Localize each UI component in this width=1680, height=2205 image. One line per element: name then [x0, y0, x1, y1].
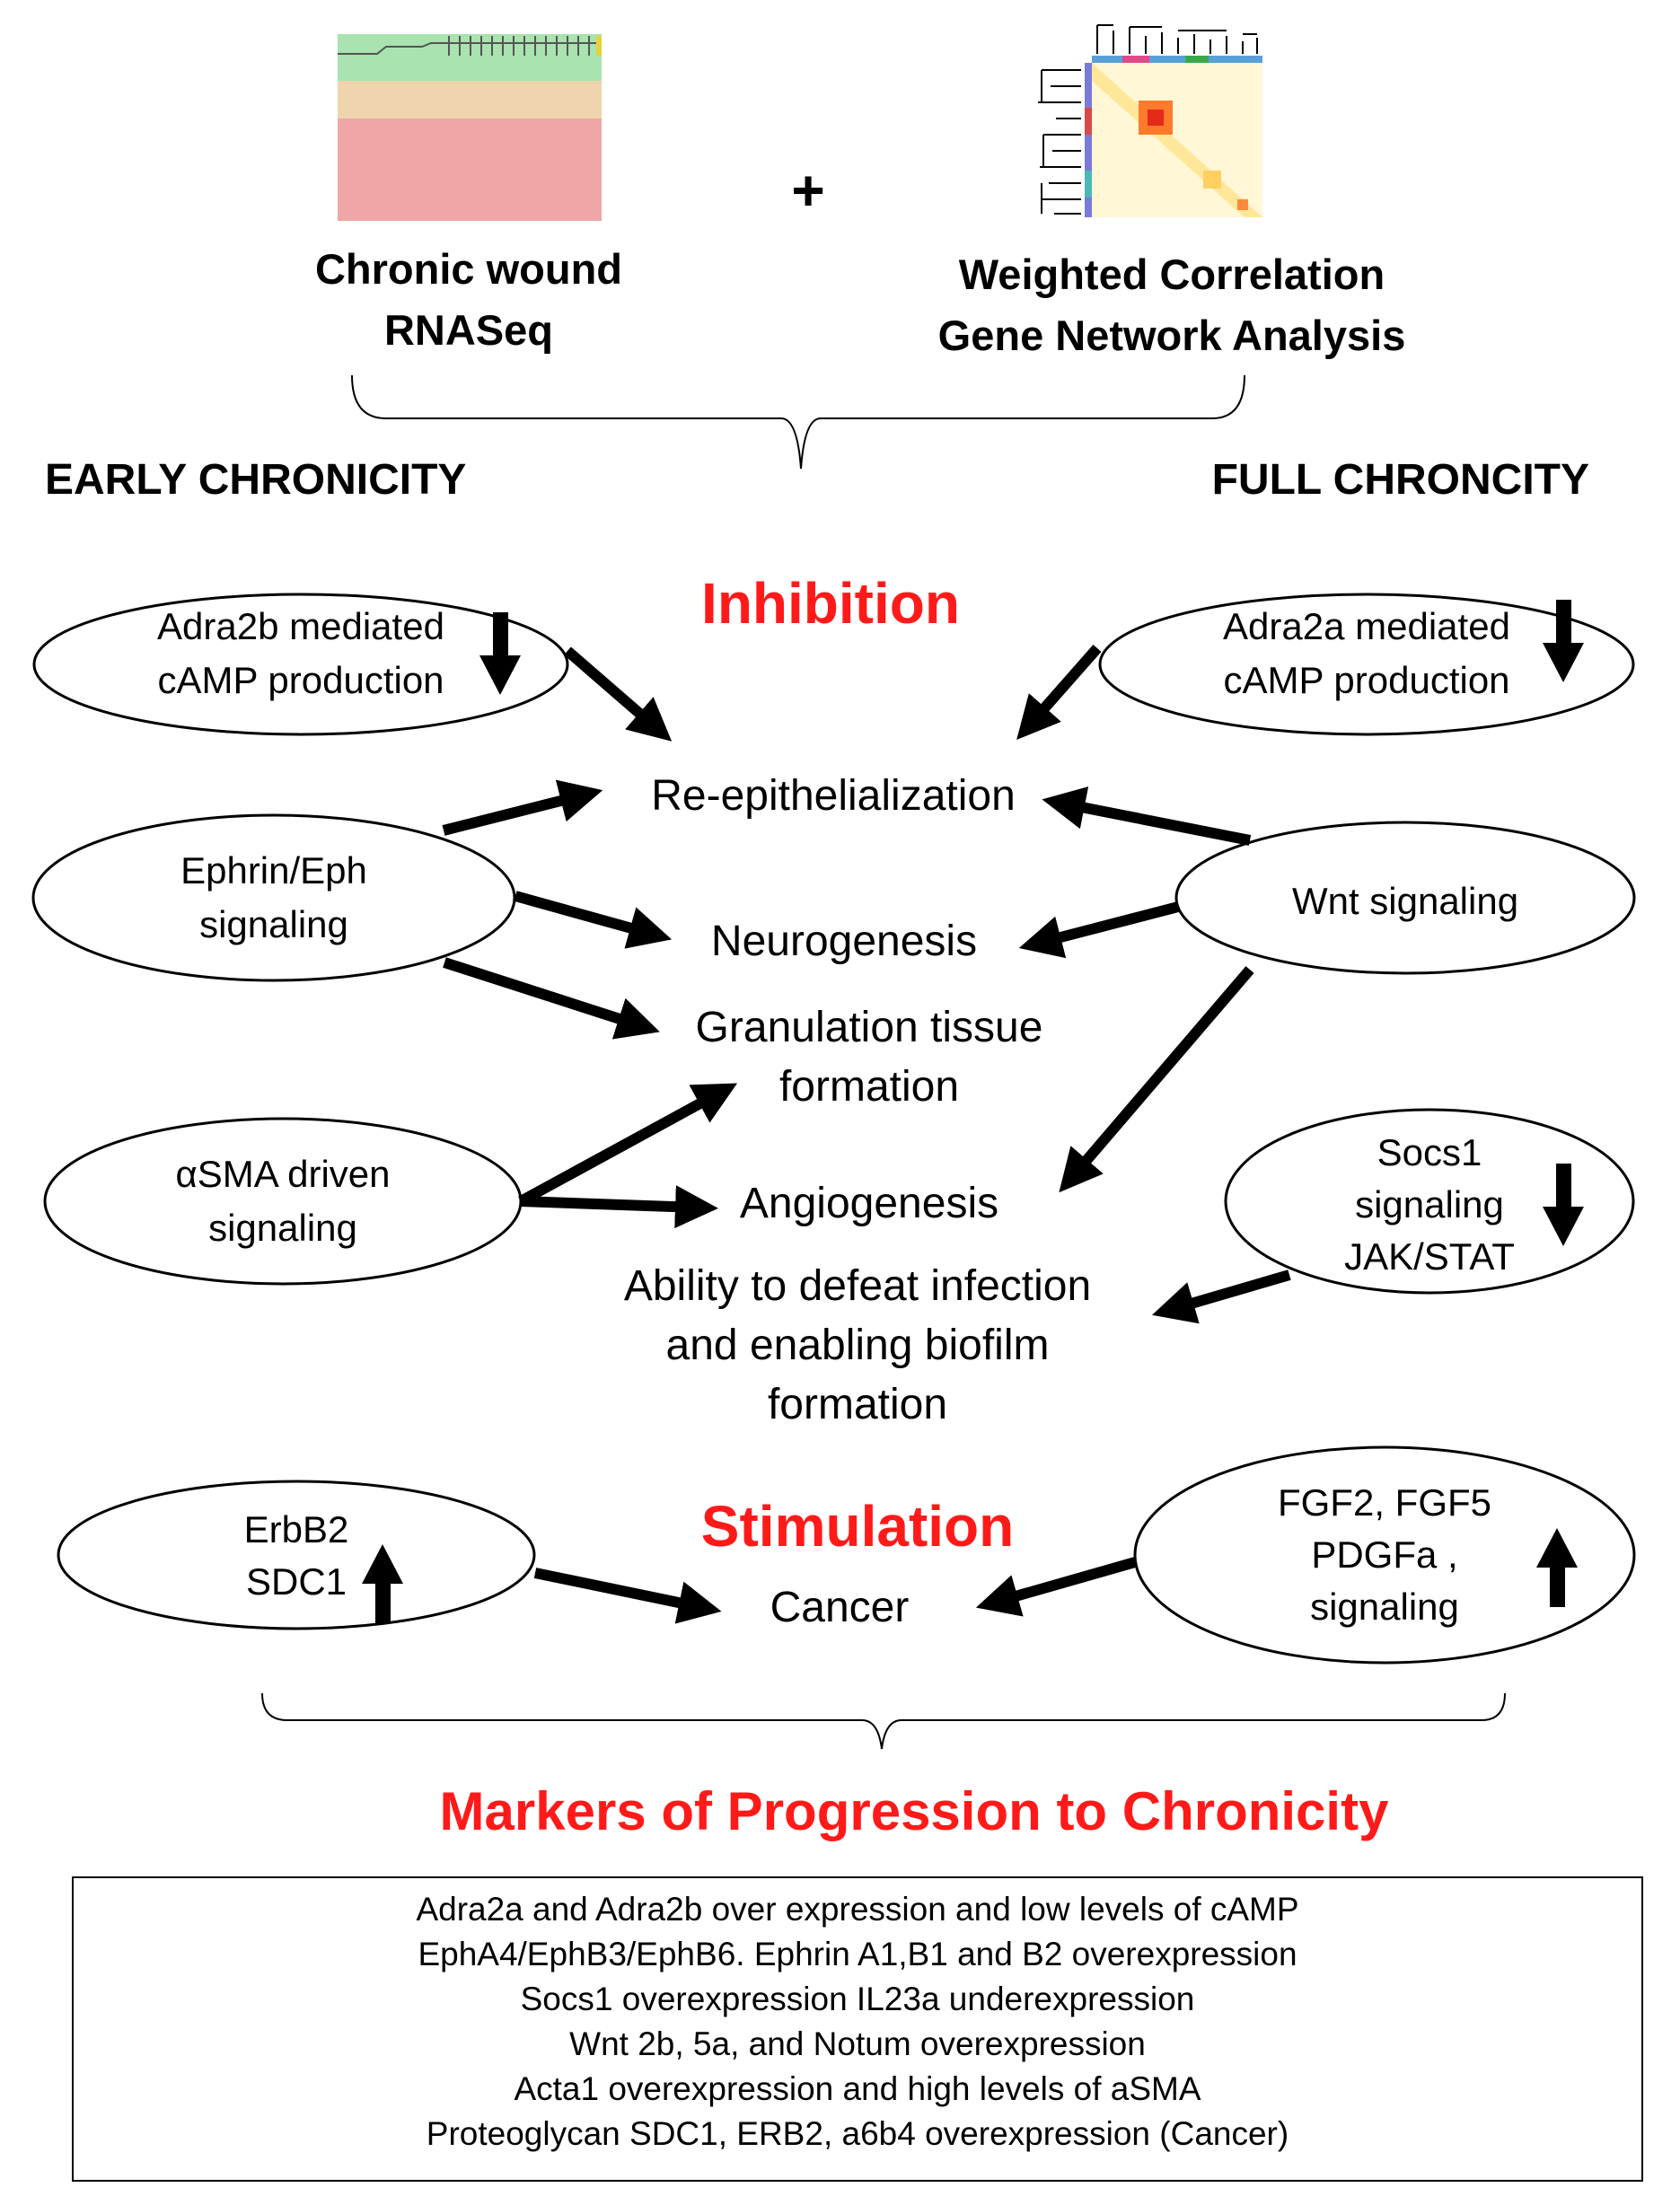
label-line: Re-epithelialization	[651, 772, 1016, 820]
erbb2-up-arrow-icon	[362, 1544, 403, 1623]
arrow-erbb2-to-cancer	[533, 1568, 722, 1624]
marker-line: Adra2a and Adra2b over expression and lo…	[416, 1891, 1299, 1928]
ephrin-node	[31, 813, 516, 982]
fgf-node	[1133, 1445, 1636, 1665]
marker-line: Acta1 overexpression and high levels of …	[514, 2070, 1201, 2107]
label-line: Granulation tissue	[696, 1004, 1043, 1051]
full-chronicity-heading: FULL CHRONCITY	[1212, 456, 1589, 504]
label-line: ErbB2	[244, 1508, 349, 1551]
rnaseq-label-line1: Chronic wound	[315, 245, 622, 293]
arrow-socs1-to-infection	[1151, 1269, 1291, 1324]
marker-line: Wnt 2b, 5a, and Notum overexpression	[569, 2025, 1146, 2062]
arrow-asma-to-angio	[520, 1185, 718, 1229]
marker-line: Socs1 overexpression IL23a underexpressi…	[520, 1981, 1195, 2017]
reepithelialization-label: Re-epithelialization	[651, 772, 1016, 820]
label-line: SDC1	[246, 1560, 347, 1603]
label-line: Adra2b mediated	[157, 605, 444, 647]
label-line: Wnt signaling	[1292, 880, 1518, 922]
socs1-node	[1224, 1108, 1635, 1295]
rnaseq-heatmap-thumbnail	[338, 34, 602, 221]
arrow-ephrin-to-granulation	[443, 957, 660, 1040]
angiogenesis-label: Angiogenesis	[740, 1180, 998, 1227]
rnaseq-label-line2: RNASeq	[384, 306, 553, 354]
label-line: formation	[768, 1381, 947, 1428]
label-line: signaling	[199, 903, 348, 945]
wgcna-label-line1: Weighted Correlation	[959, 250, 1385, 298]
arrow-fgf-to-cancer	[975, 1557, 1137, 1617]
arrow-ephrin-to-neuro	[514, 891, 673, 949]
arrow-wnt-to-angio	[1059, 966, 1254, 1193]
adra2a-down-arrow-icon	[1543, 600, 1584, 682]
marker-line: Proteoglycan SDC1, ERB2, a6b4 overexpres…	[426, 2115, 1289, 2152]
erbb2-node	[57, 1480, 536, 1630]
label-line: signaling	[1310, 1586, 1459, 1628]
cancer-label: Cancer	[770, 1584, 910, 1631]
label-line: PDGFa ,	[1311, 1533, 1457, 1576]
adra2a-node	[1098, 593, 1635, 736]
label-line: Cancer	[770, 1584, 910, 1631]
wgcna-label-line2: Gene Network Analysis	[938, 312, 1406, 359]
inhibition-heading: Inhibition	[701, 571, 960, 636]
adra2b-node-label: Adra2b mediated cAMP production	[157, 605, 444, 701]
fgf-up-arrow-icon	[1536, 1528, 1578, 1607]
label-line: Socs1	[1377, 1131, 1482, 1173]
label-line: signaling	[1355, 1183, 1504, 1225]
label-line: Ephrin/Eph	[180, 849, 367, 892]
label-line: Neurogenesis	[711, 918, 977, 965]
markers-title: Markers of Progression to Chronicity	[440, 1781, 1390, 1841]
ephrin-node-label: Ephrin/Eph signaling	[180, 849, 367, 945]
label-line: cAMP production	[1223, 659, 1509, 701]
wnt-node-label: Wnt signaling	[1292, 880, 1518, 922]
markers-list-box: Adra2a and Adra2b over expression and lo…	[72, 1876, 1643, 2182]
arrow-adra2b-to-reepith	[564, 646, 673, 742]
label-line: αSMA driven	[175, 1153, 390, 1195]
stimulation-heading: Stimulation	[701, 1494, 1014, 1559]
label-line: cAMP production	[157, 659, 444, 701]
marker-line: EphA4/EphB3/EphB6. Ephrin A1,B1 and B2 o…	[418, 1936, 1297, 1972]
top-brace	[351, 374, 1245, 470]
asma-node	[43, 1117, 523, 1286]
adra2b-down-arrow-icon	[479, 612, 521, 695]
label-line: and enabling biofilm	[666, 1322, 1050, 1369]
arrow-wnt-to-reepith	[1042, 786, 1252, 846]
wnt-node	[1174, 821, 1636, 975]
bottom-brace	[261, 1692, 1506, 1750]
arrow-adra2a-to-reepith	[1016, 645, 1102, 741]
label-line: FGF2, FGF5	[1278, 1481, 1491, 1524]
asma-node-label: αSMA driven signaling	[175, 1153, 390, 1249]
label-line: Adra2a mediated	[1223, 605, 1510, 647]
arrow-asma-to-granulation	[518, 1083, 738, 1207]
neurogenesis-label: Neurogenesis	[711, 918, 977, 965]
label-line: signaling	[208, 1207, 357, 1249]
arrow-ephrin-to-reepith	[442, 779, 603, 836]
adra2b-node	[32, 593, 569, 736]
label-line: Angiogenesis	[740, 1180, 998, 1227]
label-line: formation	[779, 1063, 959, 1111]
socs1-down-arrow-icon	[1543, 1164, 1584, 1246]
plus-sign: +	[791, 158, 824, 223]
infection-label: Ability to defeat infection and enabling …	[624, 1262, 1091, 1428]
label-line: Ability to defeat infection	[624, 1262, 1091, 1310]
granulation-label: Granulation tissue formation	[696, 1004, 1043, 1111]
label-line: JAK/STAT	[1344, 1235, 1515, 1278]
arrow-wnt-to-neuro	[1018, 901, 1180, 959]
early-chronicity-heading: EARLY CHRONICITY	[45, 456, 466, 504]
wgcna-matrix-thumbnail	[1038, 24, 1262, 217]
adra2a-node-label: Adra2a mediated cAMP production	[1223, 605, 1510, 701]
